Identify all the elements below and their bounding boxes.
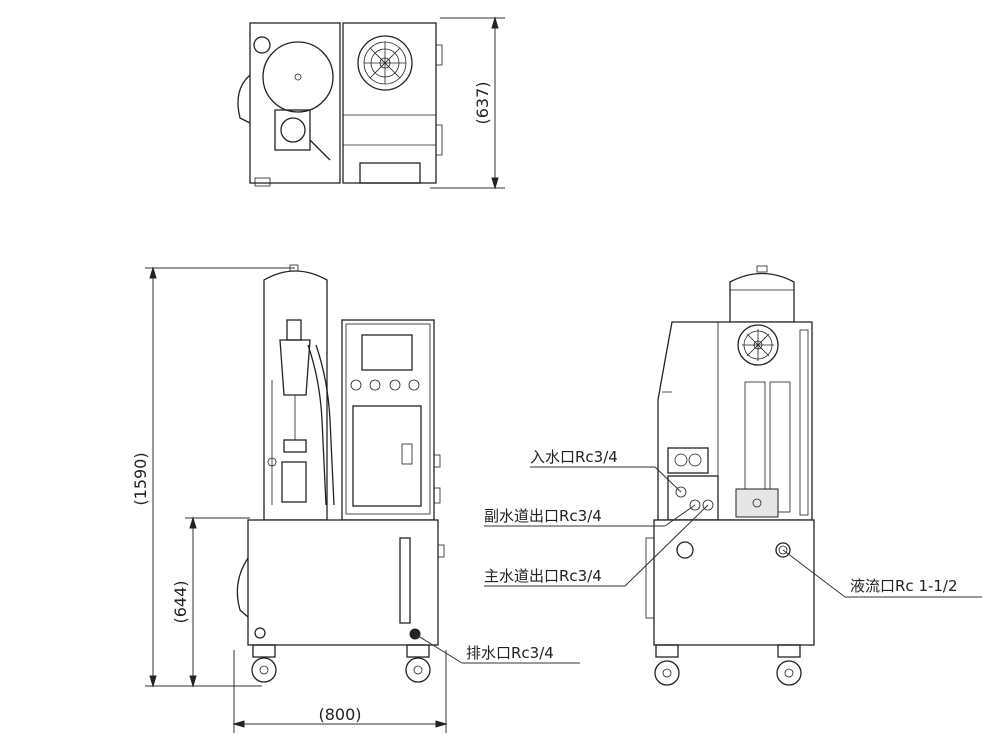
drain-label: 排水口Rc3/4: [466, 644, 554, 662]
front-view: [236, 264, 445, 646]
front-view-caster-right: [405, 644, 431, 683]
height-dimension-label: (1590): [131, 452, 150, 505]
main-outlet-label: 主水道出口Rc3/4: [484, 567, 602, 585]
fluid-label: 液流口Rc 1-1/2: [850, 577, 958, 595]
top-view-fan-icon: [357, 35, 413, 91]
sub-outlet-label: 副水道出口Rc3/4: [484, 507, 602, 525]
side-view: [645, 265, 815, 646]
depth-dimension: [430, 16, 505, 190]
width-dimension: [232, 650, 448, 733]
top-view: [237, 22, 443, 187]
width-dimension-label: (800): [318, 705, 361, 724]
inlet-label: 入水口Rc3/4: [530, 448, 618, 466]
height-dimension: [145, 266, 295, 688]
tank-height-dimension-label: (644): [171, 580, 190, 623]
fluid-leader: [782, 549, 846, 598]
front-view-caster-left: [251, 644, 277, 683]
side-view-fan-icon: [737, 324, 779, 366]
side-view-caster-right: [776, 644, 802, 686]
tank-height-dimension: [185, 516, 250, 688]
side-view-caster-left: [654, 644, 680, 686]
depth-dimension-label: (637): [473, 81, 492, 124]
drain-leader: [414, 633, 463, 664]
